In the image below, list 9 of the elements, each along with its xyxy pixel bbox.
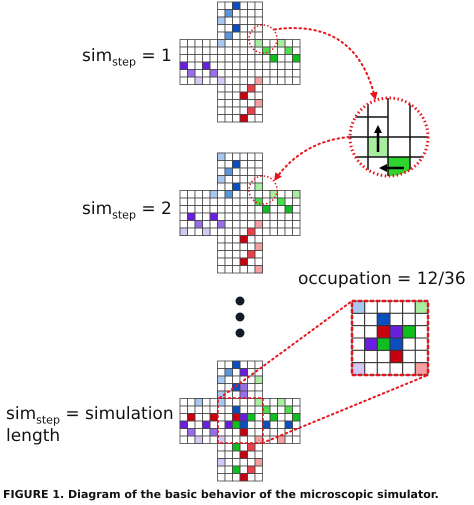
occupation-label: occupation = 12/36	[298, 270, 466, 290]
figure-caption: FIGURE 1. Diagram of the basic behavior of the microscopic simulator.	[3, 488, 439, 501]
leader-line	[218, 300, 353, 399]
leader-line	[262, 374, 429, 444]
step-label: sim$_{step}$ = 1	[82, 47, 172, 70]
step-label: sim$_{step}$ = simulation length	[6, 405, 175, 447]
step-label: sim$_{step}$ = 2	[82, 200, 172, 222]
dotted-arrow	[274, 136, 350, 182]
dotted-arrow	[274, 27, 378, 100]
